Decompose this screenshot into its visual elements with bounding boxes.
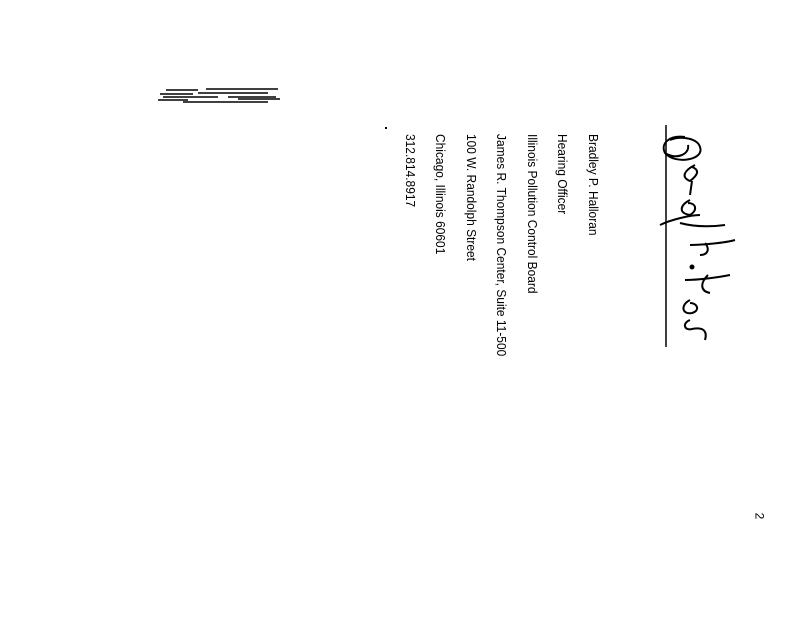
- page-number: 2: [752, 512, 767, 520]
- signer-name: Bradley P. Halloran: [586, 134, 601, 236]
- city: Chicago, Illinois 60601: [433, 134, 449, 255]
- speck: [385, 127, 387, 129]
- signature-address-block: Bradley P. Halloran Hearing Officer Illi…: [395, 134, 609, 357]
- signer-title: Hearing Officer: [555, 134, 571, 215]
- building: James R. Thompson Center, Suite 11-500: [494, 134, 510, 357]
- organization: Illinois Pollution Control Board: [525, 134, 540, 294]
- handwritten-signature: [630, 115, 745, 355]
- redacted-mark: [158, 86, 283, 111]
- street: 100 W. Randolph Street: [464, 134, 479, 261]
- phone: 312.814.8917: [403, 134, 418, 208]
